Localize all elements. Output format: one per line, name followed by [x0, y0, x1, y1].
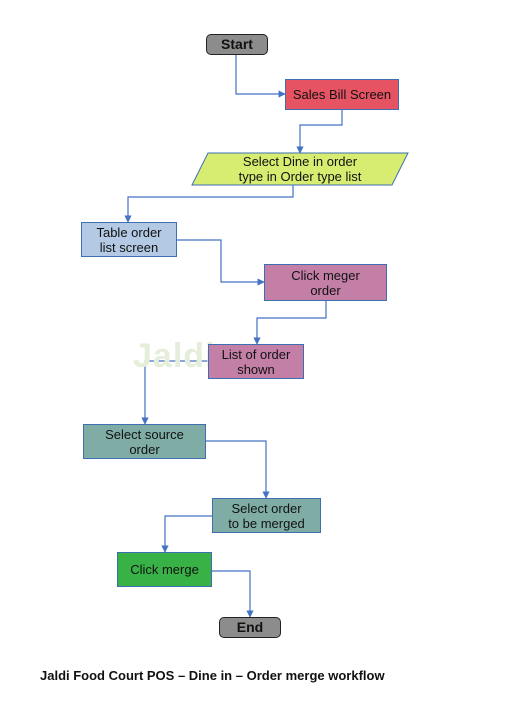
- connector-list-shown-to-select-source: [141, 360, 208, 425]
- connector-start-to-sales: [235, 55, 286, 98]
- select-dine-in-order-type-node: Select Dine in order type in Order type …: [238, 154, 362, 184]
- sales-bill-screen-node: Sales Bill Screen: [285, 79, 399, 110]
- start-node: Start: [206, 34, 268, 55]
- connector-table-list-to-click-meger: [177, 239, 265, 286]
- table-order-list-screen-node: Table order list screen: [81, 222, 177, 257]
- connector-click-meger-to-list-shown: [253, 301, 327, 345]
- select-source-order-node: Select source order: [83, 424, 206, 459]
- click-meger-order-node: Click meger order: [264, 264, 387, 301]
- list-of-order-shown-node: List of order shown: [208, 344, 304, 379]
- connector-select-merged-to-click-merge: [161, 515, 212, 553]
- select-order-to-be-merged-node: Select order to be merged: [212, 498, 321, 533]
- click-merge-node: Click merge: [117, 552, 212, 587]
- select-dine-parallelogram-shape: [191, 152, 409, 186]
- connector-click-merge-to-end: [212, 570, 254, 618]
- connector-select-dine-to-table-list: [124, 185, 294, 223]
- connector-select-source-to-select-merged: [206, 440, 270, 499]
- end-node: End: [219, 617, 281, 638]
- diagram-caption: Jaldi Food Court POS – Dine in – Order m…: [40, 668, 385, 683]
- connector-sales-to-select-dine: [296, 110, 343, 154]
